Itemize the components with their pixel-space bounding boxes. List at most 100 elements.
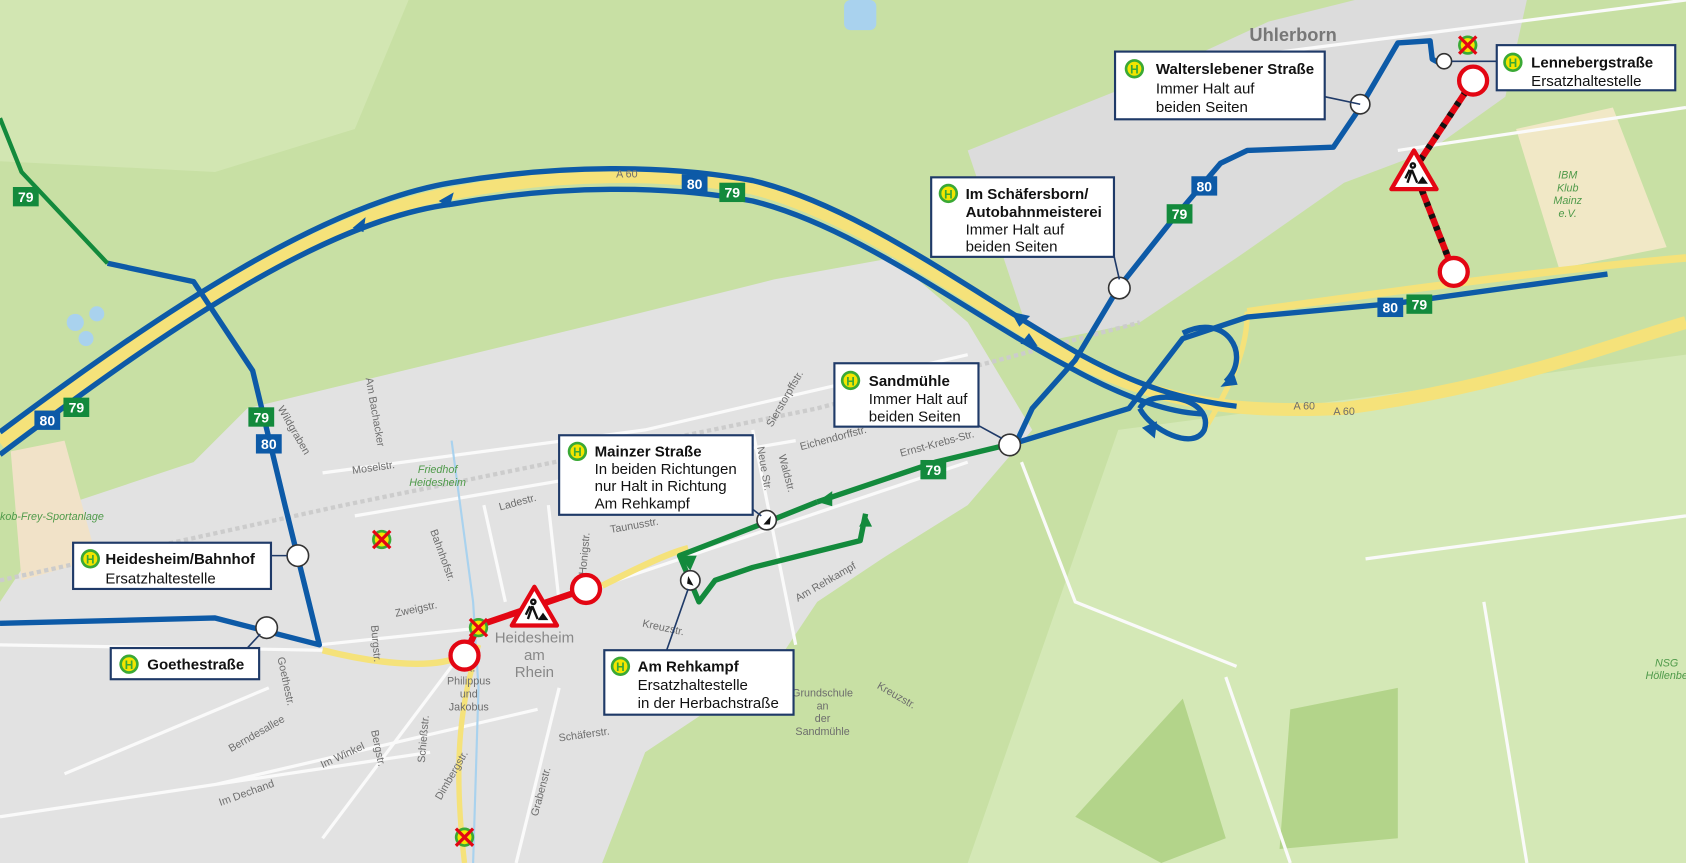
svg-text:Mainz: Mainz [1553, 195, 1582, 207]
badge-80: 80 [261, 436, 277, 452]
svg-text:Grundschule: Grundschule [792, 687, 853, 699]
callout-leaders [246, 60, 1497, 651]
badge-79: 79 [1172, 206, 1188, 222]
callout-sandmuehle: Sandmühle Immer Halt auf beiden Seiten [833, 362, 980, 428]
svg-text:Rhein: Rhein [515, 664, 554, 681]
badge-79: 79 [724, 185, 740, 201]
svg-text:in der Herbachstraße: in der Herbachstraße [638, 695, 779, 712]
route-79-line [0, 117, 110, 265]
svg-text:Heidesheim: Heidesheim [409, 477, 466, 489]
callout-walterslebener-strasse: Walterslebener Straße Immer Halt auf bei… [1113, 50, 1326, 121]
road-closed-icon [1440, 258, 1468, 286]
stop-lennebergstrasse[interactable] [1435, 52, 1453, 70]
bus-stop-h-icon [610, 656, 631, 676]
svg-text:Mainzer Straße: Mainzer Straße [595, 444, 702, 461]
bus-stop-h-icon [938, 183, 959, 204]
svg-text:und: und [460, 688, 478, 700]
svg-text:Am Rehkampf: Am Rehkampf [595, 495, 691, 512]
svg-text:Ersatzhaltestelle: Ersatzhaltestelle [1531, 73, 1641, 90]
badge-79: 79 [69, 400, 85, 416]
svg-text:beiden Seiten: beiden Seiten [966, 238, 1058, 255]
stop-mainzer-strasse[interactable] [756, 509, 778, 531]
cancelled-stop-x-icon [370, 528, 394, 551]
svg-text:Lennebergstraße: Lennebergstraße [1531, 55, 1653, 72]
svg-text:Höllenbe: Höllenbe [1645, 670, 1686, 682]
svg-text:Sandmühle: Sandmühle [795, 726, 849, 738]
direction-arrow-icon[interactable] [763, 515, 771, 525]
stop-sandmuehle[interactable] [998, 433, 1022, 457]
autobahn-label: A 60 [1294, 400, 1316, 412]
badge-80: 80 [687, 176, 703, 192]
stop-heidesheim-bahnhof[interactable] [286, 544, 310, 568]
svg-text:NSG: NSG [1655, 657, 1678, 669]
svg-text:Moselstr.: Moselstr. [351, 459, 395, 477]
svg-text:Ersatzhaltestelle: Ersatzhaltestelle [638, 677, 748, 694]
svg-text:Schießstr.: Schießstr. [416, 715, 432, 764]
callout-mainzer-strasse: Mainzer Straße In beiden Richtungen nur … [558, 434, 754, 516]
svg-text:Immer Halt auf: Immer Halt auf [966, 221, 1065, 238]
callout-am-rehkampf: Am Rehkampf Ersatzhaltestelle in der Her… [603, 649, 795, 716]
callout-im-schaefersborn: Im Schäfersborn/ Autobahnmeisterei Immer… [930, 176, 1116, 258]
stop-am-rehkampf[interactable] [679, 569, 701, 591]
svg-text:beiden Seiten: beiden Seiten [1156, 99, 1248, 116]
svg-text:Goethestraße: Goethestraße [147, 657, 244, 674]
svg-text:Jakobus: Jakobus [449, 701, 489, 713]
svg-text:am: am [524, 647, 545, 664]
svg-text:Ersatzhaltestelle: Ersatzhaltestelle [105, 571, 215, 588]
svg-text:Klub: Klub [1557, 182, 1579, 194]
callout-heidesheim-bahnhof: Heidesheim/Bahnhof Ersatzhaltestelle [72, 541, 273, 591]
svg-text:Immer Halt auf: Immer Halt auf [869, 391, 968, 408]
svg-text:Autobahnmeisterei: Autobahnmeisterei [966, 204, 1102, 221]
badge-80: 80 [1197, 178, 1213, 194]
bus-stop-h-icon [567, 441, 588, 462]
route-badges: 79 79 80 79 80 80 79 80 79 80 79 79 [12, 174, 1433, 480]
svg-text:IBM: IBM [1558, 169, 1577, 181]
callout-lennebergstrasse: Lennebergstraße Ersatzhaltestelle [1495, 44, 1677, 92]
sportanlage-label: kob-Frey-Sportanlage [0, 511, 104, 523]
stop-im-schaefersborn[interactable] [1107, 276, 1131, 300]
place-uhlerborn: Uhlerborn [1249, 24, 1336, 45]
ibm-club-area [1516, 107, 1667, 269]
svg-text:In beiden Richtungen: In beiden Richtungen [595, 461, 737, 478]
svg-text:nur Halt in Richtung: nur Halt in Richtung [595, 478, 727, 495]
bus-stop-h-icon [80, 549, 100, 569]
badge-80: 80 [1383, 300, 1399, 316]
svg-text:Burgstr.: Burgstr. [368, 625, 383, 663]
svg-text:Heidesheim/Bahnhof: Heidesheim/Bahnhof [105, 551, 256, 568]
svg-text:der: der [815, 713, 831, 725]
svg-text:Walterslebener Straße: Walterslebener Straße [1156, 61, 1314, 78]
road-closed-icon [572, 575, 600, 603]
direction-arrow-icon[interactable] [687, 576, 694, 586]
svg-text:Heidesheim: Heidesheim [495, 630, 574, 647]
cancelled-stop-x-icon [1456, 33, 1480, 57]
bus-stop-h-icon [1124, 59, 1145, 79]
svg-text:Philippus: Philippus [447, 676, 491, 688]
badge-79: 79 [1412, 297, 1428, 313]
autobahn-label: A 60 [1333, 406, 1355, 418]
svg-text:Am Rehkampf: Am Rehkampf [638, 659, 740, 676]
svg-text:Honigstr.: Honigstr. [577, 532, 593, 575]
direction-arrows [352, 192, 1238, 571]
road-closed-icon [451, 642, 479, 670]
svg-text:Im Schäfersborn/: Im Schäfersborn/ [966, 186, 1090, 203]
road-closed-icon [1459, 67, 1487, 95]
svg-text:Immer Halt auf: Immer Halt auf [1156, 81, 1255, 98]
bus-stop-h-icon [840, 370, 861, 391]
svg-text:e.V.: e.V. [1559, 208, 1577, 220]
stop-goethestrasse[interactable] [255, 616, 279, 640]
svg-text:Friedhof: Friedhof [418, 464, 458, 476]
callout-goethestrasse: Goethestraße [109, 646, 261, 681]
svg-text:an: an [817, 700, 829, 712]
svg-text:beiden Seiten: beiden Seiten [869, 408, 961, 425]
cancelled-stop-x-icon [467, 616, 490, 639]
badge-79: 79 [254, 409, 270, 425]
cancelled-stop-x-icon [453, 825, 476, 849]
bus-stop-h-icon [1503, 52, 1523, 73]
badge-79: 79 [18, 189, 34, 205]
